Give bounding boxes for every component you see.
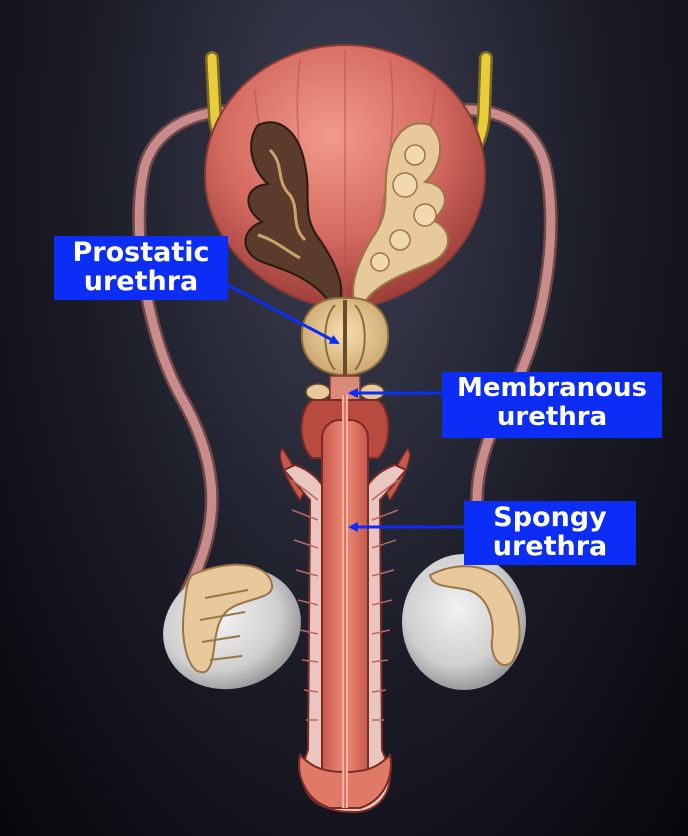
testis-left <box>163 563 301 690</box>
seminal-vesicle-right <box>352 122 450 301</box>
prostate-gland <box>300 296 390 377</box>
urinary-bladder <box>203 43 487 306</box>
seminal-vesicle-left <box>244 121 343 301</box>
arrow-prostatic-urethra <box>227 283 340 345</box>
spongy-urethra-label-line1: Spongy <box>493 502 607 533</box>
prostatic-urethra-label-line2: urethra <box>83 266 199 297</box>
membranous-urethra-label-line1: Membranous <box>457 373 647 403</box>
spongy-urethra-label-line2: urethra <box>492 531 608 562</box>
membranous-urethra-label-line2: urethra <box>496 402 608 432</box>
membranous-urethra-label: Membranous urethra <box>442 372 662 438</box>
prostatic-urethra-label-line1: Prostatic <box>72 237 210 268</box>
spongy-urethra-label: Spongy urethra <box>464 501 636 565</box>
penile-shaft <box>282 395 408 814</box>
prostatic-urethra-label: Prostatic urethra <box>54 236 228 300</box>
testis-right <box>402 554 526 690</box>
